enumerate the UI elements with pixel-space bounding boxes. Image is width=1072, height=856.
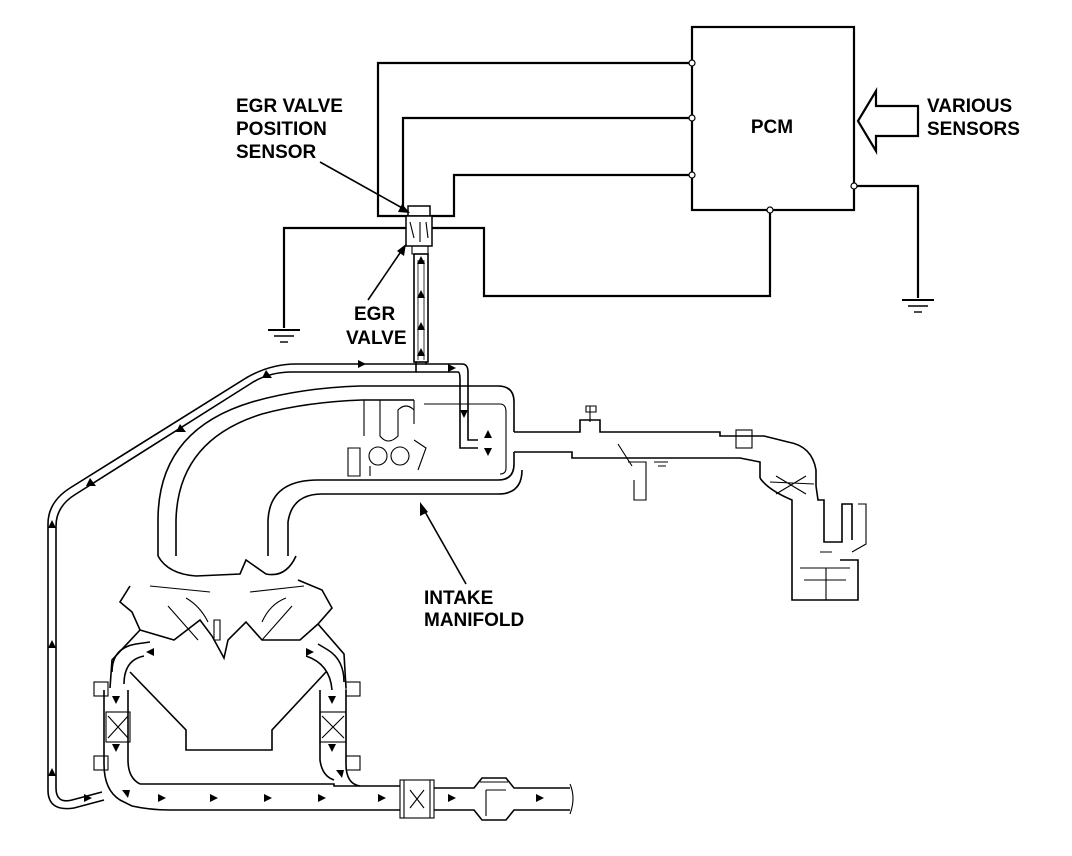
intake-manifold bbox=[157, 385, 867, 601]
ground-symbol-left bbox=[268, 329, 300, 343]
egr-valve bbox=[405, 205, 433, 363]
exhaust-system bbox=[93, 641, 574, 821]
sensor-wiring bbox=[282, 59, 920, 328]
intake-manifold-label-line1: INTAKE bbox=[424, 588, 493, 609]
egr-valve-label-line2: VALVE bbox=[346, 328, 407, 349]
leader-intake-manifold bbox=[420, 502, 467, 585]
egr-valve-label-line1: EGR bbox=[354, 304, 395, 325]
pcm-box: PCM bbox=[690, 25, 856, 212]
leader-egr-valve bbox=[367, 244, 406, 301]
egr-valve-position-sensor-label-line1: EGR VALVE bbox=[236, 96, 343, 117]
egr-feed-tube bbox=[47, 362, 478, 810]
flow-arrows bbox=[48, 256, 544, 802]
intake-manifold-label-line2: MANIFOLD bbox=[424, 610, 524, 631]
egr-valve-position-sensor-label-line3: SENSOR bbox=[236, 142, 317, 163]
various-sensors-arrow bbox=[856, 87, 920, 155]
pcm-label: PCM bbox=[751, 117, 793, 138]
engine-block bbox=[109, 555, 347, 751]
leader-egr-position-sensor bbox=[319, 161, 410, 213]
ground-symbol-right bbox=[902, 299, 934, 313]
various-sensors-label-line1: VARIOUS bbox=[927, 96, 1012, 117]
various-sensors-label-line2: SENSORS bbox=[927, 119, 1020, 140]
egr-valve-position-sensor-label-line2: POSITION bbox=[236, 119, 327, 140]
